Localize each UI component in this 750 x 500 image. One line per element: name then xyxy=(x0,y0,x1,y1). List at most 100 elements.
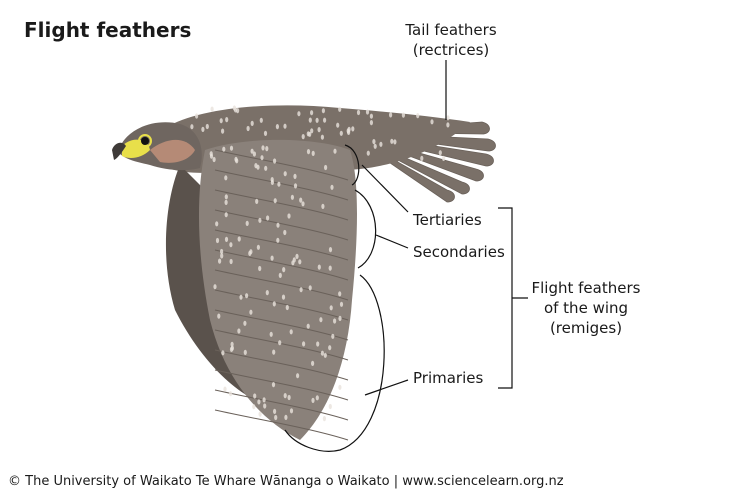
plumage-spot xyxy=(321,203,325,209)
plumage-spot xyxy=(222,146,226,152)
plumage-spot xyxy=(311,150,315,156)
plumage-spot xyxy=(273,158,277,164)
plumage-spot xyxy=(365,109,370,115)
plumage-spot xyxy=(224,175,228,181)
plumage-spot xyxy=(298,259,302,265)
plumage-spot xyxy=(266,215,270,221)
plumage-spot xyxy=(282,267,286,273)
plumage-spot xyxy=(224,194,228,200)
eye-ring xyxy=(138,134,152,148)
plumage-spot xyxy=(250,148,254,154)
tail-feathers-label: Tail feathers (rectrices) xyxy=(392,20,510,60)
plumage-spot xyxy=(283,393,287,399)
plumage-spot xyxy=(338,291,342,297)
plumage-spot xyxy=(311,360,315,366)
plumage-spot xyxy=(285,304,289,311)
plumage-spot xyxy=(232,105,236,111)
plumage-spot xyxy=(438,150,442,156)
plumage-spot xyxy=(301,134,305,140)
primaries-label: Primaries xyxy=(413,369,484,387)
plumage-spot xyxy=(317,127,321,133)
plumage-spot xyxy=(223,386,227,392)
plumage-spot xyxy=(328,247,333,253)
remiges-label-line1: Flight feathers xyxy=(531,279,641,297)
feather-line xyxy=(214,249,349,281)
feather-line xyxy=(214,209,349,241)
plumage-spot xyxy=(246,125,250,132)
face-patch xyxy=(150,139,195,163)
plumage-spot xyxy=(272,349,276,355)
plumage-spot xyxy=(276,237,280,243)
plumage-spot xyxy=(306,131,310,137)
plumage-spot xyxy=(278,272,282,278)
tail-label-line1: Tail feathers xyxy=(405,21,497,39)
feather-line xyxy=(214,349,349,381)
plumage-spot xyxy=(390,138,394,144)
plumage-spot xyxy=(273,198,277,204)
plumage-spot xyxy=(306,323,310,329)
plumage-spot xyxy=(320,134,324,140)
secondaries-bracket xyxy=(354,189,377,269)
plumage-spot xyxy=(215,221,219,227)
plumage-spot xyxy=(235,158,239,164)
plumage-spot xyxy=(351,126,355,132)
plumage-spot xyxy=(287,394,291,401)
plumage-spot xyxy=(284,414,288,420)
plumage-spot xyxy=(270,255,274,261)
plumage-spot xyxy=(315,395,319,401)
plumage-spot xyxy=(281,294,286,300)
feather-line xyxy=(214,169,349,201)
plumage-spot xyxy=(237,328,241,334)
plumage-spot xyxy=(283,171,287,177)
plumage-spot xyxy=(205,123,209,130)
plumage-spot xyxy=(270,179,274,185)
plumage-spot xyxy=(296,373,300,379)
plumage-spot xyxy=(430,119,434,125)
plumage-spot xyxy=(401,112,405,118)
plumage-spot xyxy=(215,237,220,244)
plumage-spot xyxy=(257,399,261,405)
plumage-spot xyxy=(237,236,241,242)
plumage-spot xyxy=(212,156,216,163)
plumage-spot xyxy=(322,416,326,422)
plumage-spot xyxy=(219,118,223,124)
plumage-spot xyxy=(323,117,327,123)
feather-line xyxy=(214,329,349,361)
plumage-spot xyxy=(217,313,221,319)
plumage-spot xyxy=(328,265,332,271)
plumage-spot xyxy=(442,155,446,161)
plumage-spot xyxy=(261,145,265,151)
plumage-spot xyxy=(221,128,225,134)
plumage-spot xyxy=(289,408,294,414)
plumage-spot xyxy=(263,130,268,136)
feather-line xyxy=(214,369,349,401)
plumage-spot xyxy=(347,129,351,135)
plumage-spot xyxy=(278,340,282,346)
plumage-spot xyxy=(330,184,334,190)
plumage-spot xyxy=(290,194,294,200)
plumage-spot xyxy=(333,318,337,324)
plumage-spot xyxy=(271,382,276,388)
plumage-spot xyxy=(320,350,324,356)
plumage-spot xyxy=(333,148,337,154)
secondaries-leader xyxy=(375,234,409,249)
plumage-spot xyxy=(243,349,247,355)
plumage-spots xyxy=(190,105,450,422)
plumage-spot xyxy=(329,305,333,311)
plumage-spot xyxy=(252,404,256,410)
plumage-spot xyxy=(316,341,320,347)
feather-line xyxy=(214,149,349,181)
plumage-spot xyxy=(319,317,323,323)
plumage-spot xyxy=(245,293,249,299)
diagram-title: Flight feathers xyxy=(24,18,192,42)
plumage-spot xyxy=(262,397,266,403)
plumage-spot xyxy=(393,139,397,145)
plumage-spot xyxy=(308,285,312,291)
remiges-label-line3: (remiges) xyxy=(549,319,623,337)
plumage-spot xyxy=(369,113,373,119)
plumage-spot xyxy=(372,139,376,145)
plumage-spot xyxy=(310,128,314,134)
plumage-spot xyxy=(220,253,224,259)
beak xyxy=(112,142,126,160)
plumage-spot xyxy=(224,212,228,218)
